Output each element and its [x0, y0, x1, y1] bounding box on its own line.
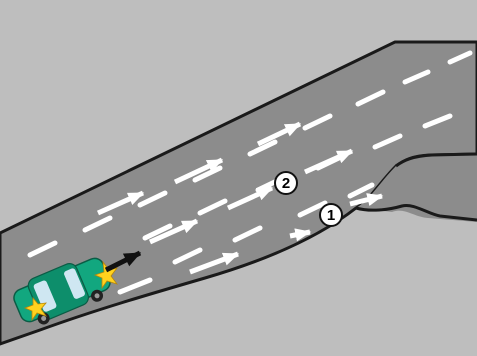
route-label-1-text: 1	[327, 207, 335, 224]
route-label-2: 2	[275, 172, 297, 194]
route-label-2-text: 2	[282, 175, 290, 192]
route-label-1: 1	[320, 204, 342, 226]
